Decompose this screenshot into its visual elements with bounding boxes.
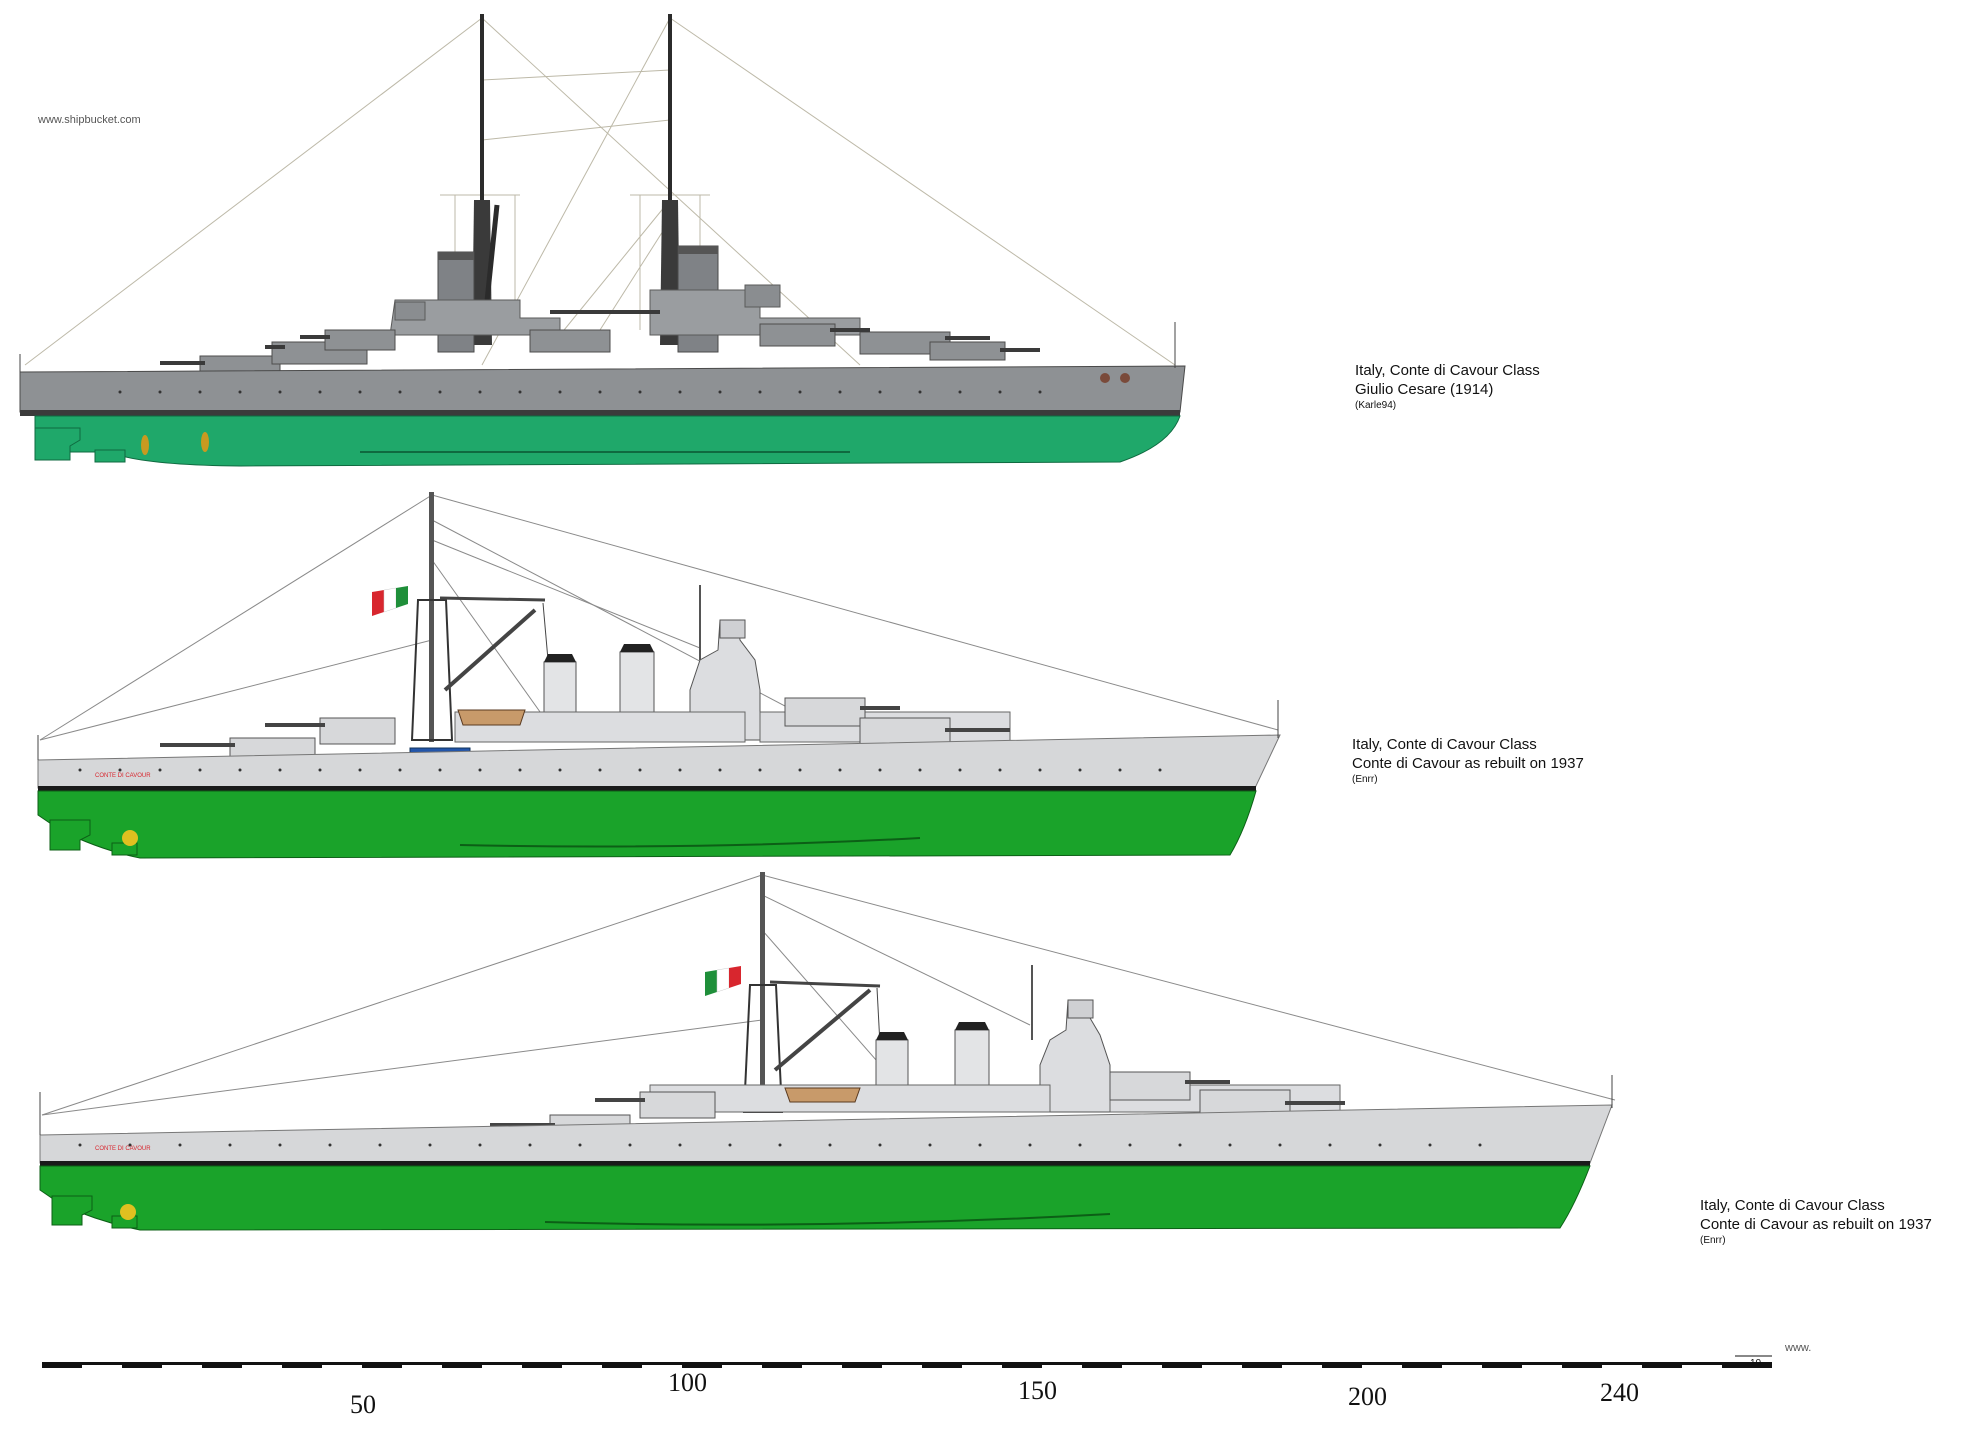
scale-label-50: 50: [350, 1390, 376, 1419]
ship-1-main-mast: [668, 14, 672, 344]
ship-2-hull-lower: [37, 790, 1257, 859]
ship-2-boot-topping: [38, 786, 1256, 791]
ship-3-hull-upper: [39, 1104, 1613, 1164]
ship-2-hull-upper: [37, 734, 1281, 789]
ship-3-caption: Italy, Conte di Cavour Class Conte di Ca…: [1700, 1197, 1932, 1247]
hull-name-label: CONTE DI CAVOUR: [95, 1146, 151, 1152]
italian-flag-icon: [372, 586, 408, 616]
ship-3-hull-lower: [39, 1165, 1591, 1231]
ship-2-author: (Enrr): [1352, 773, 1378, 785]
ship-3-mast: [760, 872, 765, 1112]
scale-end-label: 10: [1750, 1358, 1762, 1369]
hull-name-label: CONTE DI CAVOUR: [95, 773, 151, 779]
ship-1-class: Italy, Conte di Cavour Class: [1355, 362, 1540, 379]
propeller-icon: [141, 432, 209, 455]
watermark: www.shipbucket.com: [38, 114, 141, 126]
ship-3-boot-topping: [40, 1161, 1590, 1166]
ship-3-class: Italy, Conte di Cavour Class: [1700, 1197, 1885, 1214]
ship-3-rigging: [41, 874, 1616, 1116]
ship-2-mast: [429, 492, 434, 742]
ship-2-class: Italy, Conte di Cavour Class: [1352, 736, 1537, 753]
ship-3-name: Conte di Cavour as rebuilt on 1937: [1700, 1215, 1932, 1233]
scale-label-100: 100: [668, 1368, 707, 1397]
propeller-icon: [122, 830, 138, 846]
ship-3-author: (Enrr): [1700, 1234, 1726, 1246]
ship-3-conte-di-cavour: CONTE DI CAVOUR: [39, 872, 1616, 1231]
ship-1-caption: Italy, Conte di Cavour Class Giulio Cesa…: [1355, 362, 1540, 412]
scale-label-200: 200: [1348, 1382, 1387, 1411]
ship-2-rigging: [39, 494, 1279, 741]
ship-1-guns: [160, 310, 1040, 365]
ship-1-name: Giulio Cesare (1914): [1355, 380, 1494, 398]
propeller-icon: [120, 1204, 136, 1220]
ship-1-turrets: [199, 323, 1006, 375]
ship-3-launch-boat: [784, 1087, 861, 1103]
watermark-small: www.: [1785, 1342, 1812, 1354]
ship-2-turrets: [229, 697, 951, 761]
ship-1-boot-topping: [20, 410, 1180, 416]
scale-bar-icon: [42, 1355, 1772, 1368]
ship-2-guns: [160, 706, 1010, 747]
ship-1-giulio-cesare: [19, 14, 1186, 467]
scale-label-240: 240: [1600, 1378, 1639, 1407]
ship-1-rigging: [24, 17, 1176, 366]
scale-label-150: 150: [1018, 1376, 1057, 1405]
ship-1-fore-mast: [480, 14, 484, 344]
ship-2-caption: Italy, Conte di Cavour Class Conte di Ca…: [1352, 736, 1584, 786]
ship-1-author: (Karle94): [1355, 399, 1397, 411]
ship-1-hull-upper: [19, 365, 1186, 413]
ship-2-conte-di-cavour: CONTE DI CAVOUR: [37, 492, 1281, 859]
ship-2-name: Conte di Cavour as rebuilt on 1937: [1352, 754, 1584, 772]
ship-2-launch-boat: [457, 709, 526, 726]
italian-flag-icon: [705, 966, 741, 996]
